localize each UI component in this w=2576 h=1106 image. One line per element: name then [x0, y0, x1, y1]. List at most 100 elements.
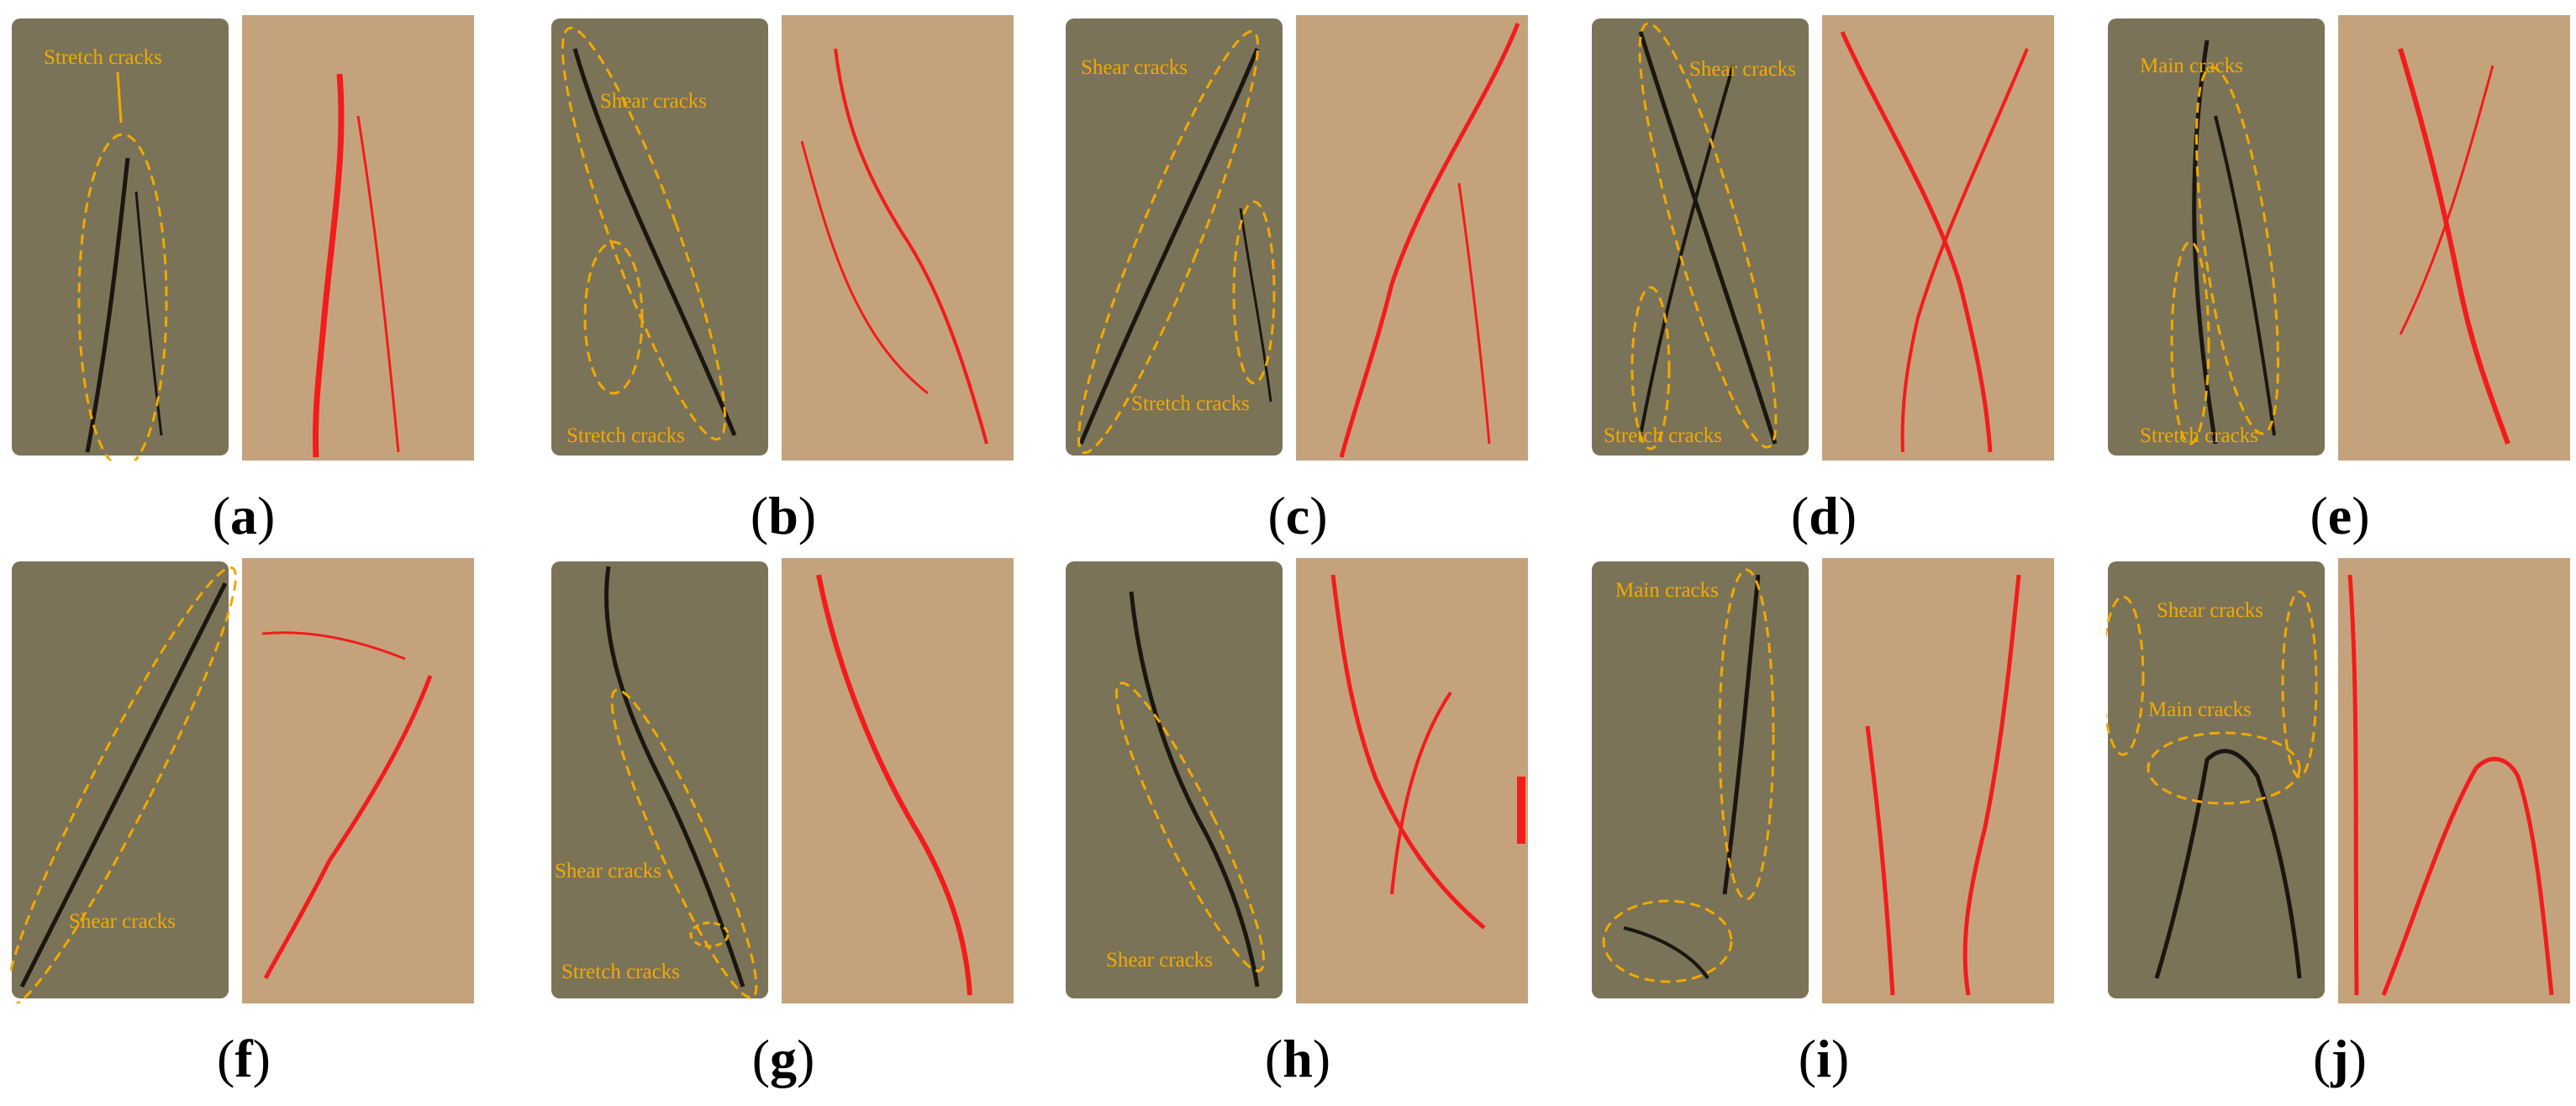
- annotation-ellipse: [1077, 29, 1260, 455]
- annotation-arrow: [116, 71, 123, 124]
- crack-trace: [2347, 574, 2359, 996]
- crack-trace: [2381, 756, 2554, 996]
- crack-line: [1623, 926, 1709, 980]
- crack-trace: [816, 574, 972, 996]
- panel-d-label-2: Stretch cracks: [1604, 424, 1722, 447]
- panel-d-caption: (d): [1790, 486, 1857, 545]
- annotation-ellipse: [610, 688, 758, 999]
- crack-trace: [800, 140, 929, 395]
- crack-sketch: [2338, 558, 2570, 1003]
- panel-e-caption: (e): [2310, 486, 2370, 545]
- crack-line: [2214, 115, 2276, 436]
- crack-sketch: [782, 15, 1014, 461]
- annotation-ellipse: [2147, 731, 2301, 805]
- annotation-ellipse: [583, 240, 644, 395]
- crack-sketch: [242, 558, 474, 1003]
- panel-a: Stretch cracks (a): [10, 15, 477, 553]
- panel-j-caption: (j): [2313, 1029, 2367, 1088]
- panel-f: Shear cracks (f): [10, 558, 477, 1096]
- panel-h-photo: Shear cracks: [1064, 558, 1531, 1003]
- panel-g-caption: (g): [751, 1029, 815, 1088]
- crack-line: [1722, 574, 1761, 895]
- crack-trace: [1962, 574, 2021, 996]
- panel-c-label-1: Shear cracks: [1081, 56, 1188, 79]
- annotation-ellipse: [561, 26, 727, 441]
- rock-specimen: [1066, 561, 1283, 998]
- rock-specimen: [2108, 18, 2325, 456]
- crack-line: [19, 582, 228, 988]
- panel-a-caption: (a): [212, 486, 276, 545]
- crack-sketch: [1822, 15, 2054, 461]
- crack-line: [1129, 591, 1260, 988]
- panel-j-photo: Shear cracks Main cracks: [2106, 558, 2573, 1003]
- panel-d-label-1: Shear cracks: [1689, 58, 1796, 81]
- panel-b-caption: (b): [750, 486, 817, 545]
- annotation-ellipse: [1718, 568, 1775, 901]
- panel-g-label-1: Shear cracks: [555, 860, 661, 882]
- rock-specimen: [2108, 561, 2325, 998]
- panel-c-label-2: Stretch cracks: [1131, 392, 1250, 415]
- crack-trace: [2399, 65, 2494, 335]
- panel-g-label-2: Stretch cracks: [561, 961, 680, 983]
- crack-sketch: [1822, 558, 2054, 1003]
- panel-h: Shear cracks (h): [1064, 558, 1531, 1096]
- panel-c-photo: Shear cracks Stretch cracks: [1064, 15, 1531, 461]
- crack-trace: [834, 48, 988, 445]
- panel-c: Shear cracks Stretch cracks (c): [1064, 15, 1531, 553]
- rock-specimen: [1592, 561, 1809, 998]
- crack-line: [604, 566, 745, 988]
- panel-j: Shear cracks Main cracks (j): [2106, 558, 2573, 1096]
- panel-g: Shear cracks Stretch cracks (g): [550, 558, 1017, 1096]
- panel-i: Main cracks (i): [1590, 558, 2057, 1096]
- panel-f-label-1: Shear cracks: [69, 910, 176, 933]
- crack-sketch: [2338, 15, 2570, 461]
- panel-e: Main cracks Stretch cracks (e): [2106, 15, 2573, 553]
- panel-b-label-2: Stretch cracks: [566, 424, 685, 447]
- panel-h-label-1: Shear cracks: [1106, 949, 1213, 972]
- panel-i-caption: (i): [1798, 1029, 1850, 1088]
- crack-trace: [1900, 48, 2029, 453]
- annotation-ellipse: [2106, 595, 2145, 756]
- annotation-ellipse: [1602, 899, 1733, 983]
- crack-line: [1639, 65, 1735, 436]
- crack-trace: [1330, 574, 1486, 930]
- crack-sketch: [1296, 15, 1528, 461]
- annotation-ellipse: [77, 133, 168, 461]
- crack-trace: [2398, 48, 2510, 445]
- rock-specimen: [1592, 18, 1809, 456]
- panel-b: Shear cracks Stretch cracks (b): [550, 15, 1017, 553]
- crack-trace: [1840, 30, 1993, 453]
- crack-trace: [1865, 725, 1895, 996]
- crack-trace: [1457, 182, 1491, 445]
- panel-e-label-1: Main cracks: [2140, 55, 2243, 77]
- annotation-ellipse: [689, 921, 730, 948]
- crack-trace: [312, 73, 345, 458]
- panel-g-photo: Shear cracks Stretch cracks: [550, 558, 1017, 1003]
- crack-trace: [1390, 691, 1452, 895]
- panel-f-caption: (f): [217, 1029, 271, 1088]
- annotation-ellipse: [1232, 200, 1276, 385]
- panel-i-label-1: Main cracks: [1615, 579, 1719, 602]
- panel-f-photo: Shear cracks: [10, 558, 477, 1003]
- crack-sketch: [242, 15, 474, 461]
- panel-h-caption: (h): [1264, 1029, 1331, 1088]
- crack-line: [1239, 208, 1272, 403]
- annotation-ellipse: [1114, 682, 1266, 972]
- crack-trace: [1339, 23, 1520, 458]
- annotation-ellipse: [2170, 240, 2210, 445]
- panel-a-photo: Stretch cracks: [10, 15, 477, 461]
- rock-specimen: [12, 561, 229, 998]
- crack-line: [1078, 48, 1260, 445]
- panel-d: Shear cracks Stretch cracks (d): [1590, 15, 2057, 553]
- annotation-ellipse: [1630, 286, 1671, 450]
- panel-a-label-1: Stretch cracks: [44, 46, 162, 69]
- panel-j-label-1: Shear cracks: [2157, 599, 2263, 622]
- panel-d-photo: Shear cracks Stretch cracks: [1590, 15, 2057, 461]
- crack-line: [572, 48, 737, 436]
- crack-line: [1638, 31, 1778, 445]
- crack-line: [2192, 40, 2218, 445]
- crack-trace: [263, 675, 433, 980]
- crack-sketch: [782, 558, 1014, 1003]
- crack-line: [2154, 749, 2302, 979]
